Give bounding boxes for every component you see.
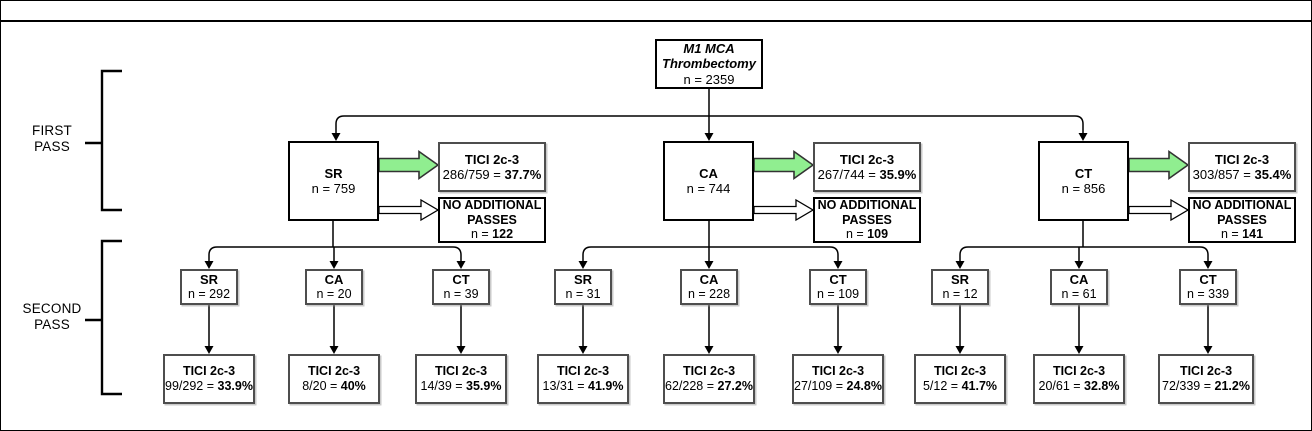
branch-ct-arrowheads [955,261,1213,354]
device-label: CA [699,165,718,181]
no-additional-passes-ca-box: NO ADDITIONAL PASSES n = 109 [813,197,921,243]
device-label: SR [324,165,343,181]
branch-sr-arrowheads [204,261,466,354]
no-additional-passes-ct-box: NO ADDITIONAL PASSES n = 141 [1188,197,1296,243]
tici-label: TICI 2c-3 [1214,151,1270,167]
root-n: n = 2359 [683,71,735,87]
tici-result-box: TICI 2c-3 27/109 = 24.8% [792,354,884,404]
tici-result-box: TICI 2c-3 72/339 = 21.2% [1158,354,1254,404]
first-pass-label: FIRST PASS [32,123,72,154]
root-title-line1: M1 MCA [683,41,735,56]
second-pass-box: SR n = 12 [931,269,989,305]
top-connectors [335,89,1084,133]
second-pass-box: CT n = 109 [809,269,867,305]
tici-label: TICI 2c-3 [839,151,895,167]
second-pass-box: CA n = 61 [1050,269,1108,305]
tici-first-pass-sr-box: TICI 2c-3 286/759 = 37.7% [438,142,546,192]
no-additional-arrow-sr [378,198,440,222]
device-n: n = 759 [311,181,356,196]
tici-result-box: TICI 2c-3 99/292 = 33.9% [163,354,255,404]
tici-result-box: TICI 2c-3 5/12 = 41.7% [914,354,1006,404]
device-n: n = 744 [686,181,731,196]
top-rule [1,20,1311,22]
branch-ca-arrowheads [578,261,843,354]
second-pass-box: CA n = 228 [680,269,738,305]
success-arrow-sr [378,149,440,181]
second-pass-box: CA n = 20 [305,269,363,305]
branch-sr-connectors [208,221,462,346]
first-pass-ct-box: CT n = 856 [1038,141,1129,221]
tici-result-box: TICI 2c-3 8/20 = 40% [288,354,380,404]
second-pass-bracket [85,239,122,396]
tici-result-box: TICI 2c-3 14/39 = 35.9% [415,354,507,404]
device-n: n = 856 [1061,181,1106,196]
second-pass-box: CT n = 39 [432,269,490,305]
first-pass-bracket [85,69,122,212]
tici-ratio: 267/744 = 35.9% [817,167,917,182]
tici-ratio: 303/857 = 35.4% [1192,167,1292,182]
no-additional-passes-sr-box: NO ADDITIONAL PASSES n = 122 [438,197,546,243]
tici-first-pass-ct-box: TICI 2c-3 303/857 = 35.4% [1188,142,1296,192]
second-pass-box: CT n = 339 [1179,269,1237,305]
second-pass-label: SECOND PASS [22,301,82,332]
success-arrow-ct [1128,149,1190,181]
first-pass-ca-box: CA n = 744 [663,141,754,221]
root-title-line2: Thrombectomy [662,56,756,72]
branch-ca-connectors [582,221,839,346]
tici-label: TICI 2c-3 [464,151,520,167]
tici-result-box: TICI 2c-3 62/228 = 27.2% [663,354,755,404]
first-pass-sr-box: SR n = 759 [288,141,379,221]
tici-result-box: TICI 2c-3 20/61 = 32.8% [1033,354,1125,404]
device-label: CT [1074,165,1093,181]
tici-first-pass-ca-box: TICI 2c-3 267/744 = 35.9% [813,142,921,192]
branch-ct-connectors [959,221,1209,346]
root-box: M1 MCA Thrombectomy n = 2359 [655,39,763,89]
second-pass-box: SR n = 31 [554,269,612,305]
top-arrowheads [331,133,1088,141]
second-pass-box: SR n = 292 [180,269,238,305]
no-additional-arrow-ca [753,198,815,222]
tici-ratio: 286/759 = 37.7% [442,167,542,182]
success-arrow-ca [753,149,815,181]
no-additional-arrow-ct [1128,198,1190,222]
tici-result-box: TICI 2c-3 13/31 = 41.9% [537,354,629,404]
